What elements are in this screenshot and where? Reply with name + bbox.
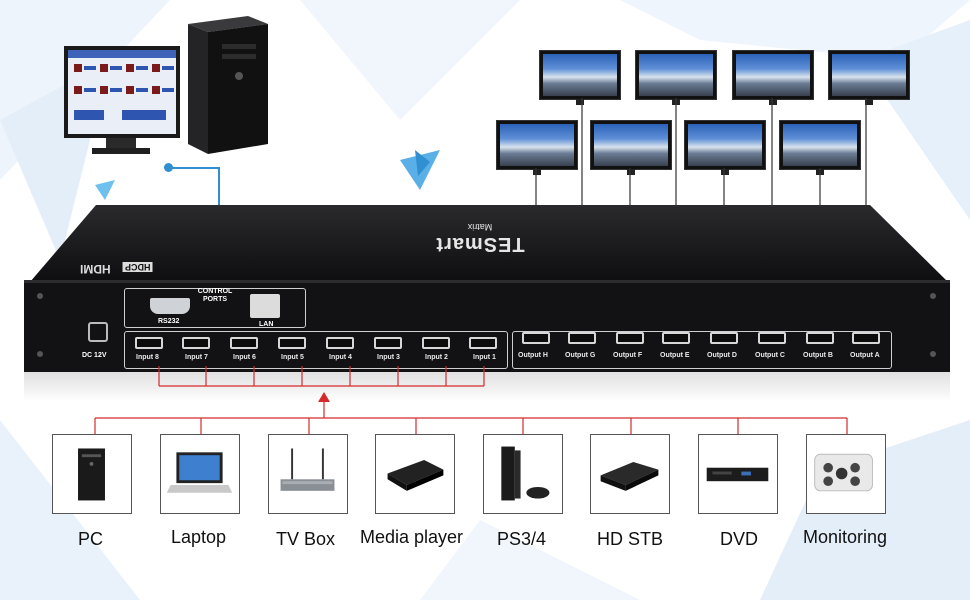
tv-display-2	[635, 50, 717, 105]
output-b-port	[806, 332, 834, 344]
tv-display-6	[590, 120, 672, 175]
output-a-label: Output A	[850, 352, 880, 359]
outputs-frame	[512, 331, 892, 369]
source-label-hd-stb: HD STB	[597, 529, 664, 549]
input-4-label: Input 4	[329, 354, 352, 361]
control-ports-frame	[124, 288, 306, 328]
dvd-icon	[706, 467, 769, 482]
tv-display-4	[828, 50, 910, 105]
source-label-dvd: DVD	[720, 529, 759, 549]
output-e-port	[662, 332, 690, 344]
media-player-icon	[387, 460, 444, 491]
source-box-tv-box	[268, 434, 348, 514]
control-ports-label: CONTROL PORTS	[197, 288, 233, 303]
source-box-ps	[483, 434, 563, 514]
source-box-laptop	[160, 434, 240, 514]
output-g-label: Output G	[565, 352, 596, 359]
source-box-hd-stb	[590, 434, 670, 514]
input-5-label: Input 5	[281, 354, 304, 361]
output-f-port	[616, 332, 644, 344]
hdmi-mark: HDMI	[80, 262, 111, 276]
source-label-monitoring: Monitoring	[803, 527, 888, 547]
input-1-port	[469, 337, 497, 349]
input-7-port	[182, 337, 210, 349]
laptop-icon	[166, 452, 233, 493]
source-label-pc: PC	[78, 529, 104, 549]
output-f-label: Output F	[613, 352, 643, 359]
tv-display-1	[539, 50, 621, 105]
input-8-label: Input 8	[136, 354, 159, 361]
source-box-dvd	[698, 434, 778, 514]
input-1-label: Input 1	[473, 354, 496, 361]
input-8-port	[135, 337, 163, 349]
output-g-port	[568, 332, 596, 344]
lan-port	[250, 294, 280, 318]
output-b-label: Output B	[803, 352, 833, 359]
control-computer-tower	[178, 14, 274, 156]
tv-display-3	[732, 50, 814, 105]
input-7-label: Input 7	[185, 354, 208, 361]
output-c-label: Output C	[755, 352, 785, 359]
control-line-h	[168, 167, 219, 169]
source-box-media-player	[375, 434, 455, 514]
control-computer-monitor	[62, 44, 182, 164]
output-h-label: Output H	[518, 352, 548, 359]
rs232-port	[150, 298, 190, 314]
input-5-port	[278, 337, 306, 349]
lan-label: LAN	[259, 321, 274, 328]
power-jack	[88, 322, 108, 342]
input-2-label: Input 2	[425, 354, 448, 361]
output-d-port	[710, 332, 738, 344]
input-6-port	[230, 337, 258, 349]
input-4-port	[326, 337, 354, 349]
power-label: DC 12V	[82, 352, 107, 359]
brand-name: TESmart	[435, 233, 525, 255]
inputs-frame	[124, 331, 508, 369]
brand-model: Matrix	[467, 222, 493, 232]
source-label-media-player: Media player	[360, 527, 464, 547]
rs232-label: RS232	[158, 318, 180, 325]
brand-logo: TESmart Matrix	[400, 222, 560, 255]
output-e-label: Output E	[660, 352, 690, 359]
security-camera-icon	[814, 453, 873, 492]
device-reflection	[24, 372, 950, 402]
output-d-label: Output D	[707, 352, 737, 359]
input-6-label: Input 6	[233, 354, 256, 361]
source-box-pc	[52, 434, 132, 514]
pc-tower-icon	[78, 448, 105, 501]
tv-display-7	[684, 120, 766, 175]
input-3-port	[374, 337, 402, 349]
ps4-icon	[501, 446, 550, 501]
control-line-dot	[164, 163, 173, 172]
hd-stb-icon	[600, 461, 659, 491]
output-a-port	[852, 332, 880, 344]
input-2-port	[422, 337, 450, 349]
tv-display-5	[496, 120, 578, 175]
source-label-tv-box: TV Box	[276, 529, 336, 549]
output-h-port	[522, 332, 550, 344]
input-3-label: Input 3	[377, 354, 400, 361]
source-label-laptop: Laptop	[171, 527, 227, 547]
source-box-monitoring	[806, 434, 886, 514]
output-c-port	[758, 332, 786, 344]
tv-box-icon	[280, 448, 335, 491]
hdcp-mark: HDCP	[123, 262, 153, 272]
source-label-ps: PS3/4	[497, 529, 547, 549]
